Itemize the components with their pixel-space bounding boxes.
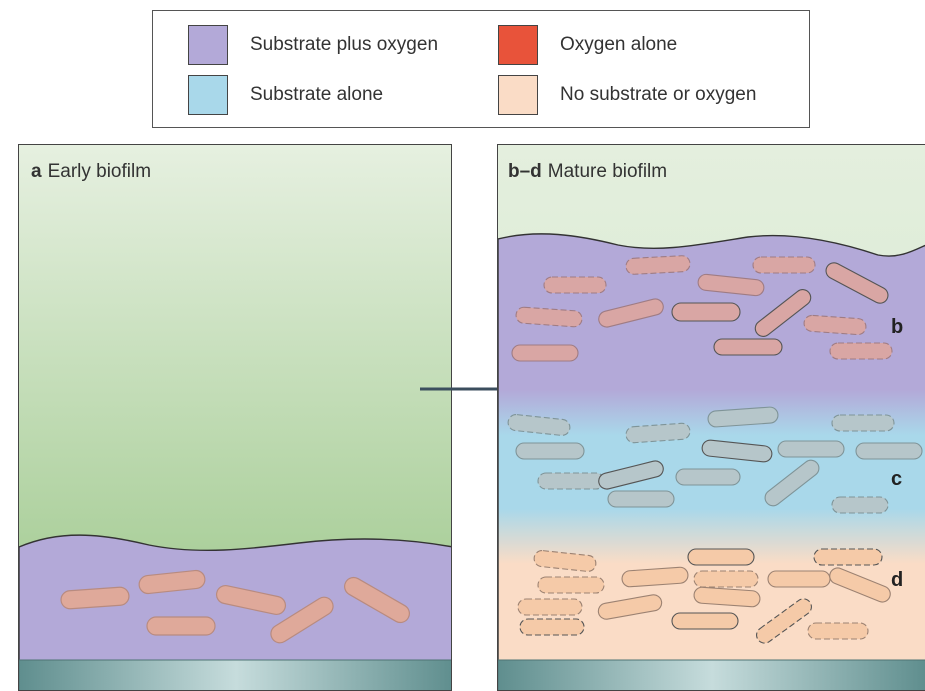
bacterium-cell <box>672 613 738 629</box>
panel-bd-illustration <box>498 145 925 691</box>
bacterium-cell <box>808 623 868 639</box>
bacterium-cell <box>753 257 815 273</box>
legend-swatch-peach <box>498 75 538 115</box>
panel-tag: b–d <box>508 161 542 182</box>
bacterium-cell <box>538 473 604 489</box>
legend-swatch-red <box>498 25 538 65</box>
substratum <box>19 660 452 691</box>
substratum <box>498 660 925 691</box>
bacterium-cell <box>544 277 606 293</box>
bacterium-cell <box>518 599 582 615</box>
legend-item-substrate-plus-oxygen: Substrate plus oxygen <box>188 25 438 65</box>
zone-label-b: b <box>891 316 903 339</box>
bacterium-cell <box>856 443 922 459</box>
bacterium-cell <box>714 339 782 355</box>
legend-label: Substrate plus oxygen <box>250 34 438 56</box>
panel-title-text: Mature biofilm <box>548 161 667 182</box>
bacterium-cell <box>814 549 882 565</box>
bacterium-cell <box>520 619 584 635</box>
bacterium-cell <box>832 497 888 513</box>
panel-mature-biofilm: b–d Mature biofilm b c d <box>497 144 925 691</box>
bacterium-cell <box>768 571 830 587</box>
bacterium-cell <box>672 303 740 321</box>
bacterium-cell <box>694 571 758 587</box>
legend-item-substrate-alone: Substrate alone <box>188 75 383 115</box>
panel-early-biofilm: a Early biofilm <box>18 144 452 691</box>
panel-tag: a <box>31 161 42 182</box>
bacterium-cell <box>778 441 844 457</box>
legend-label: No substrate or oxygen <box>560 84 756 106</box>
panel-a-illustration <box>19 145 452 691</box>
legend-item-oxygen-alone: Oxygen alone <box>498 25 677 65</box>
bacterium-cell <box>676 469 740 485</box>
bacterium-cell <box>516 443 584 459</box>
legend-label: Oxygen alone <box>560 34 677 56</box>
legend-swatch-purple <box>188 25 228 65</box>
panel-title-text: Early biofilm <box>48 161 151 182</box>
legend-swatch-blue <box>188 75 228 115</box>
bacterium-cell <box>608 491 674 507</box>
bacterium-cell <box>832 415 894 431</box>
legend-label: Substrate alone <box>250 84 383 106</box>
legend: Substrate plus oxygen Oxygen alone Subst… <box>152 10 810 128</box>
panel-title: b–d Mature biofilm <box>508 161 667 183</box>
zone-label-d: d <box>891 569 903 592</box>
bacterium-cell <box>830 343 892 359</box>
bacterium-cell <box>147 617 215 635</box>
bacterium-cell <box>688 549 754 565</box>
panel-title: a Early biofilm <box>31 161 151 183</box>
bacterium-cell <box>512 345 578 361</box>
legend-item-no-substrate-or-oxygen: No substrate or oxygen <box>498 75 756 115</box>
bacterium-cell <box>626 255 691 274</box>
bacterium-cell <box>538 577 604 593</box>
zone-label-c: c <box>891 468 902 491</box>
